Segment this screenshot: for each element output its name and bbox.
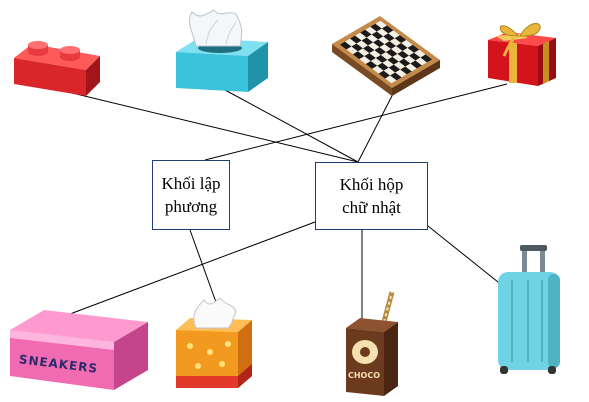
line-chess-to-cuboid [357, 89, 396, 163]
line-gift-to-cube [204, 83, 508, 161]
line-suitcase-to-cuboid [427, 225, 509, 291]
tissue-box-orange-icon [176, 297, 252, 388]
tissue-box-blue-icon [176, 9, 268, 92]
sneakers-box-icon: SNEAKERS [10, 310, 148, 390]
cuboid-label-line2: chữ nhật [342, 198, 401, 217]
line-lego-to-cuboid [67, 91, 359, 163]
cube-label-line1: Khối lập [161, 174, 221, 193]
cuboid-label-line1: Khối hộp [339, 175, 404, 194]
line-tissue-blue-to-cuboid [224, 89, 359, 163]
lego-brick-icon [14, 41, 100, 96]
gift-box-icon [488, 23, 556, 86]
line-shoebox-to-cuboid [69, 221, 316, 315]
suitcase-icon [498, 245, 560, 374]
category-cube-box: Khối lập phương [152, 160, 230, 230]
cube-label-line2: phương [164, 197, 218, 216]
category-cuboid-box: Khối hộp chữ nhật [315, 162, 428, 230]
choco-label: CHOCO [348, 371, 380, 380]
line-tissue-orange-to-cube [189, 229, 218, 306]
choco-carton-icon: CHOCO [346, 291, 398, 396]
chess-board-icon [332, 16, 440, 96]
connector-lines [67, 83, 509, 320]
